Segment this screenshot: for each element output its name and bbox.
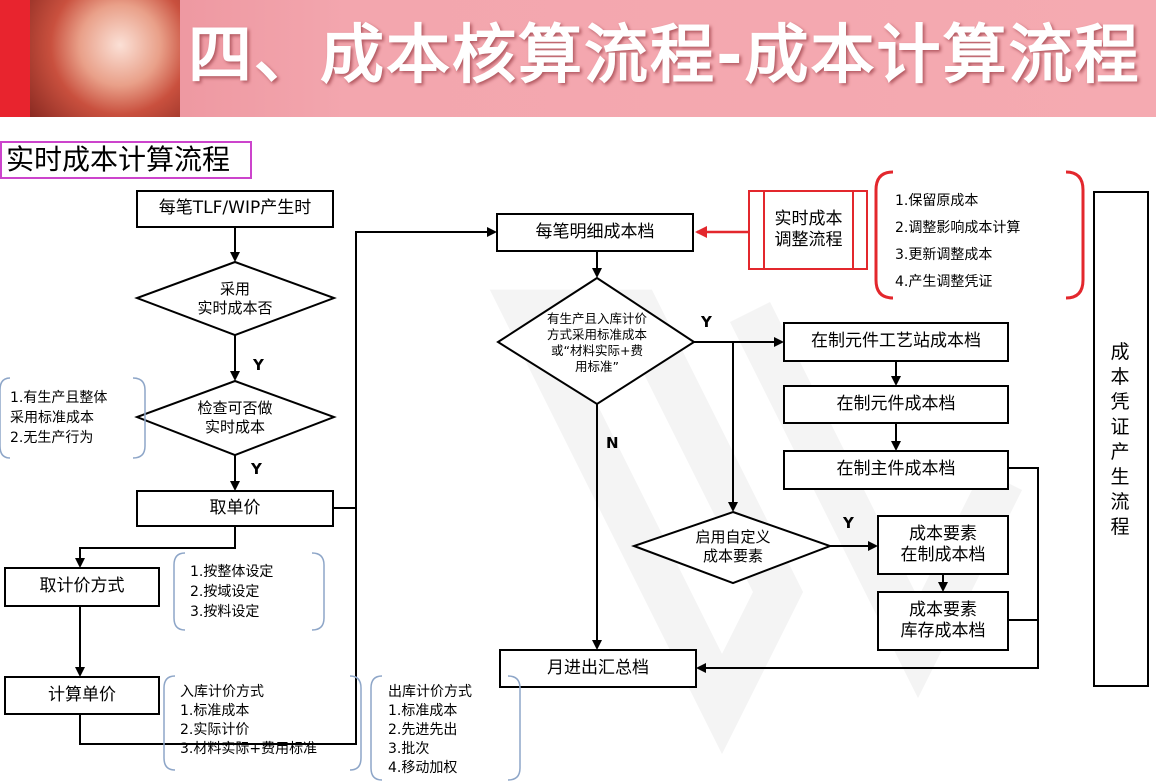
- outbound-method-line: 4.移动加权: [388, 760, 458, 776]
- voucher-flow-label: 成本凭证产生流程: [1110, 341, 1130, 538]
- adjust-step: 4.产生调整凭证: [895, 274, 993, 290]
- custom-element-decision-label: 启用自定义 成本要素: [695, 528, 771, 565]
- price-settings-brace: [173, 552, 186, 631]
- tlf-box: [136, 190, 334, 228]
- wip-main-label: 在制主件成本档: [836, 459, 956, 480]
- yes-label: Y: [253, 356, 264, 374]
- detail-cost-label: 每笔明细成本档: [535, 221, 655, 242]
- wip-station-label: 在制元件工艺站成本档: [811, 331, 981, 352]
- element-wip-label: 成本要素 在制成本档: [900, 523, 986, 565]
- condition-line: 2.无生产行为: [10, 430, 94, 446]
- adjust-step: 2.调整影响成本计算: [895, 220, 1021, 236]
- inbound-methods-note: 入库计价方式 1.标准成本 2.实际计价 3.材料实际+费用标准: [180, 683, 317, 759]
- page-title: 四、成本核算流程-成本计算流程: [188, 19, 1141, 93]
- element-wip-box: [877, 515, 1009, 575]
- inbound-method-line: 1.标准成本: [180, 703, 250, 719]
- check-conditions-note: 1.有生产且整体 采用标准成本 2.无生产行为: [10, 388, 107, 448]
- outbound-method-line: 3.批次: [388, 741, 430, 757]
- wip-main-box: [783, 450, 1009, 490]
- outbound-methods-brace: [370, 675, 383, 781]
- inbound-method-line: 2.实际计价: [180, 722, 250, 738]
- monthly-summary-box: [499, 649, 697, 688]
- globe-logo-image: [30, 0, 180, 117]
- realtime-decision-label: 采用 实时成本否: [197, 280, 273, 317]
- yes-label: Y: [251, 460, 262, 478]
- price-settings-note: 1.按整体设定 2.按域设定 3.按料设定: [190, 562, 273, 622]
- no-label: N: [606, 434, 619, 452]
- element-stock-box: [877, 591, 1009, 651]
- section-title: 实时成本计算流程: [0, 141, 252, 179]
- check-decision-label: 检查可否做 实时成本: [197, 399, 273, 436]
- wip-station-box: [783, 322, 1009, 362]
- check-conditions-brace: [0, 377, 11, 459]
- condition-line: 1.有生产且整体: [10, 390, 108, 406]
- outbound-methods-note: 出库计价方式 1.标准成本 2.先进先出 3.批次 4.移动加权: [388, 683, 472, 778]
- custom-element-decision: [631, 510, 833, 585]
- wip-component-box: [783, 385, 1009, 424]
- adjust-step: 3.更新调整成本: [895, 247, 993, 263]
- yes-label: Y: [843, 514, 854, 532]
- price-method-label: 取计价方式: [39, 576, 125, 597]
- outbound-method-line: 1.标准成本: [388, 703, 458, 719]
- adjust-flow-label: 实时成本 调整流程: [774, 208, 843, 250]
- inbound-method-line: 3.材料实际+费用标准: [180, 741, 318, 757]
- adjust-steps-note: 1.保留原成本 2.调整影响成本计算 3.更新调整成本 4.产生调整凭证: [895, 188, 1020, 296]
- tlf-label: 每笔TLF/WIP产生时: [158, 198, 312, 219]
- standard-cost-decision-label: 有生产且入库计价 方式采用标准成本 或“材料实际+费 用标准”: [546, 311, 647, 374]
- setting-line: 2.按域设定: [190, 584, 260, 600]
- calc-price-label: 计算单价: [48, 684, 116, 705]
- element-stock-label: 成本要素 库存成本档: [900, 599, 986, 641]
- header-banner: 四、成本核算流程-成本计算流程: [0, 0, 1156, 117]
- price-method-box: [4, 567, 160, 607]
- header-red-bar: [0, 0, 30, 117]
- adjust-flow-box: [748, 190, 868, 270]
- inbound-methods-brace: [163, 675, 176, 771]
- outbound-method-line: 出库计价方式: [388, 684, 472, 700]
- calc-price-box: [4, 676, 160, 715]
- condition-line: 采用标准成本: [10, 410, 94, 426]
- detail-cost-box: [496, 213, 694, 252]
- setting-line: 1.按整体设定: [190, 564, 274, 580]
- yes-label: Y: [701, 313, 712, 331]
- setting-line: 3.按料设定: [190, 604, 260, 620]
- wip-component-label: 在制元件成本档: [836, 393, 956, 414]
- voucher-flow-box: [1093, 191, 1149, 687]
- outbound-method-line: 2.先进先出: [388, 722, 458, 738]
- inbound-method-line: 入库计价方式: [180, 684, 264, 700]
- adjust-step: 1.保留原成本: [895, 193, 979, 209]
- get-price-label: 取单价: [209, 497, 261, 518]
- monthly-summary-label: 月进出汇总档: [547, 657, 649, 678]
- adjust-steps-brace: [874, 170, 894, 300]
